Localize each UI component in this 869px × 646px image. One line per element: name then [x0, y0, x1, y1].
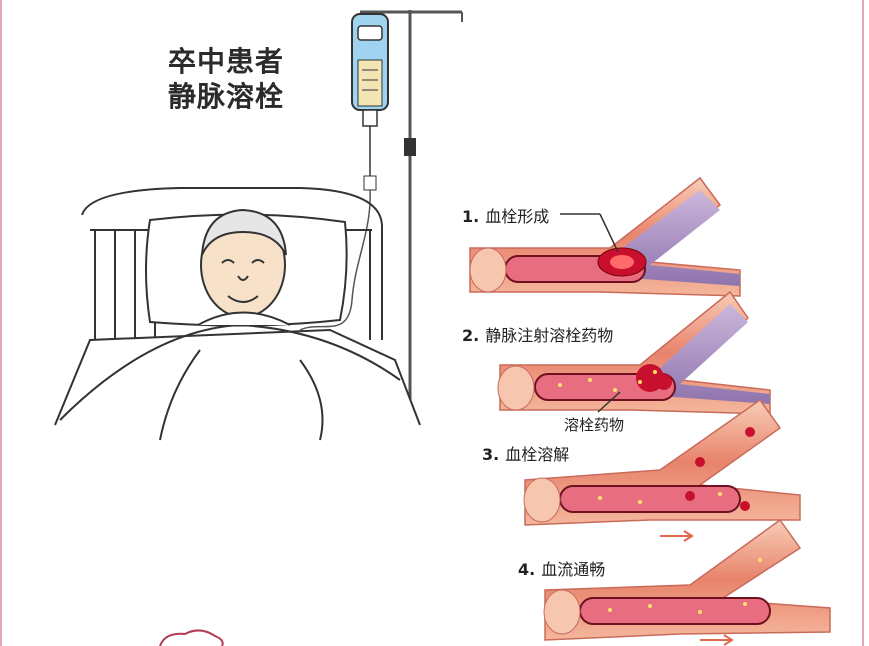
patient-icon [145, 208, 348, 327]
step-number: 4. [518, 560, 536, 579]
iv-drip-icon [299, 10, 463, 410]
step-2-label: 2. 静脉注射溶栓药物 [462, 322, 613, 346]
title-line-2: 静脉溶栓 [168, 80, 285, 113]
vessel-step1-icon [469, 176, 741, 297]
step-number: 1. [462, 207, 480, 226]
drug-annotation-label: 溶栓药物 [564, 416, 625, 434]
step-3-label: 3. 血栓溶解 [482, 441, 569, 465]
cloud-decoration-icon [159, 629, 224, 646]
title-line-1: 卒中患者 [168, 45, 285, 78]
step-text: 血栓形成 [485, 207, 550, 226]
step-text: 血栓溶解 [505, 445, 570, 464]
step-1-label: 1. 血栓形成 [462, 203, 549, 227]
step-number: 2. [462, 326, 480, 345]
vessel-step2-icon [497, 290, 771, 415]
hospital-bed-icon [54, 187, 421, 441]
left-border-line [0, 0, 2, 646]
step-text: 静脉注射溶栓药物 [485, 326, 614, 345]
step-text: 血流通畅 [541, 560, 606, 579]
right-border-line [862, 0, 864, 646]
vessel-step3-icon [523, 398, 801, 542]
step-number: 3. [482, 445, 500, 464]
vessel-step4-icon [543, 518, 831, 646]
step-4-label: 4. 血流通畅 [518, 556, 605, 580]
